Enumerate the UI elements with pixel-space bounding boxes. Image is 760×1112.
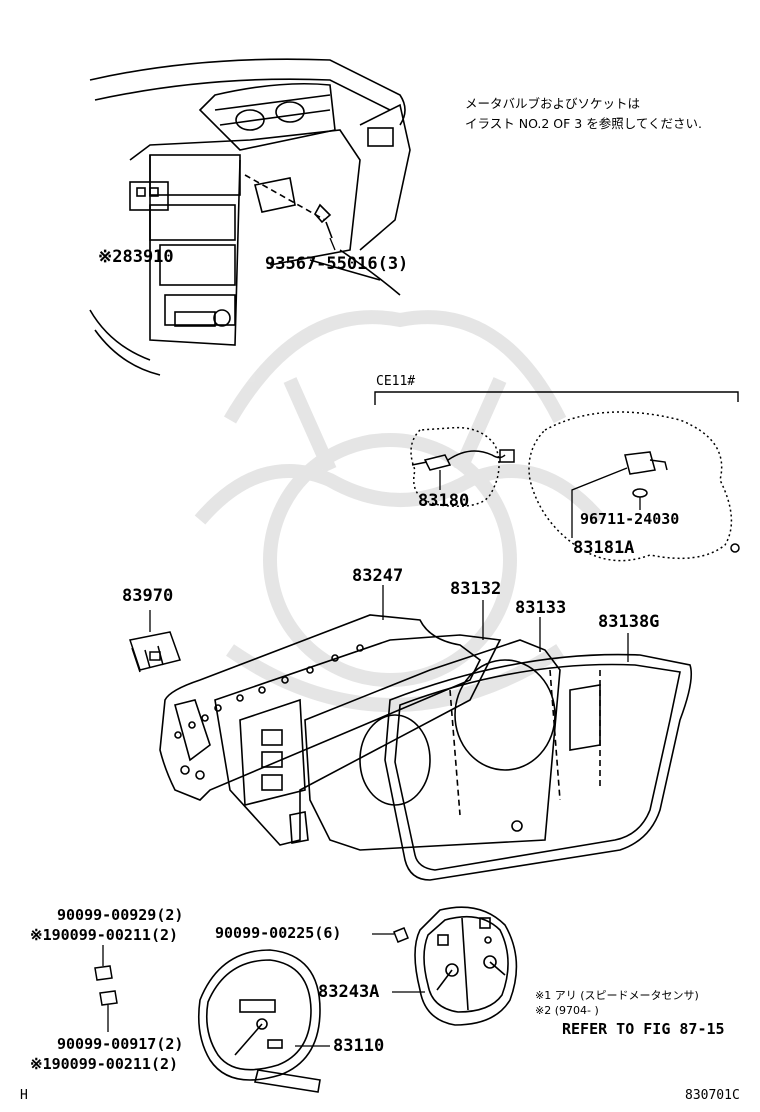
meter-cluster	[159, 614, 693, 881]
part-label-83133[interactable]: 83133	[515, 598, 567, 618]
refer-to-fig[interactable]: REFER TO FIG 87-15	[562, 1020, 725, 1038]
note-line-2: イラスト NO.2 OF 3 を参照してください.	[465, 116, 702, 131]
part-label-83970[interactable]: 83970	[122, 586, 174, 606]
speed-sensor-83180	[410, 426, 515, 507]
part-label-90099-00225[interactable]: 90099-00225(6)	[215, 924, 342, 942]
part-label-83110[interactable]: 83110	[333, 1036, 385, 1056]
screws	[94, 927, 409, 1006]
footnote-2: ※2 (9704- )	[535, 1004, 599, 1017]
part-label-96711-24030[interactable]: 96711-24030	[580, 510, 680, 528]
leader-93567	[329, 237, 336, 251]
part-label-83247[interactable]: 83247	[352, 566, 404, 586]
leader-83181a	[571, 467, 628, 538]
part-label-83138g[interactable]: 83138G	[598, 612, 660, 632]
part-label-90099-00211-upper[interactable]: ※190099-00211(2)	[30, 926, 179, 944]
ce11-bracket	[374, 391, 739, 405]
fuel-temp-gauge-83243a	[414, 906, 518, 1026]
part-label-90099-00929[interactable]: 90099-00929(2)	[57, 906, 184, 924]
part-label-83180[interactable]: 83180	[418, 491, 470, 511]
part-label-93567-55016[interactable]: 93567-55016(3)	[265, 254, 409, 274]
speedometer-83110	[197, 949, 321, 1093]
ce11-label: CE11#	[376, 374, 416, 389]
corner-code-left: H	[20, 1088, 28, 1103]
diagram-code: 830701C	[685, 1088, 740, 1103]
footnote-1: ※1 アリ (スピードメータセンサ)	[535, 989, 699, 1002]
part-label-90099-00211-lower[interactable]: ※190099-00211(2)	[30, 1055, 179, 1073]
part-label-90099-00917[interactable]: 90099-00917(2)	[57, 1035, 184, 1053]
dashboard-illustration	[89, 58, 411, 376]
watermark-emblem	[194, 310, 606, 712]
note-line-1: メータバルブおよびソケットは	[465, 96, 641, 111]
part-label-83910[interactable]: ※283910	[98, 247, 174, 267]
speed-sensor-83181a	[528, 411, 740, 562]
part-label-83243a[interactable]: 83243A	[318, 982, 380, 1002]
part-label-83132[interactable]: 83132	[450, 579, 502, 599]
connector-83970	[129, 631, 181, 673]
part-label-83181a[interactable]: 83181A	[573, 538, 635, 558]
